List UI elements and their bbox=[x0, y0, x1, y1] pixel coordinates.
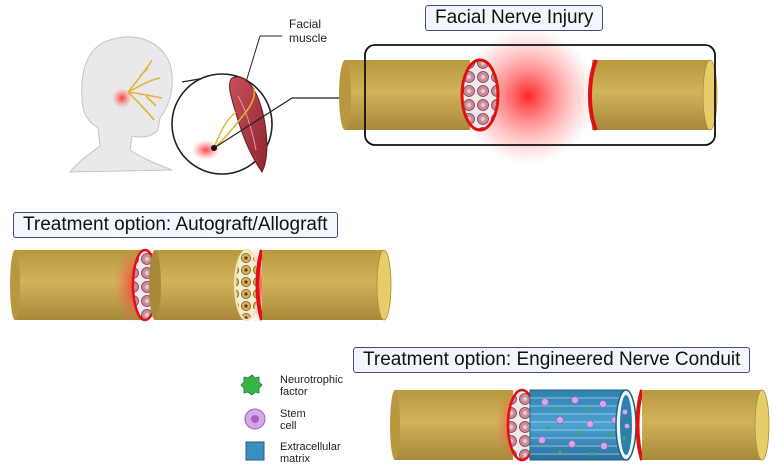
label-facial-muscle: Facial muscle bbox=[289, 17, 328, 45]
extracellular-matrix-icon bbox=[245, 441, 265, 461]
muscle-injury-glow bbox=[192, 140, 220, 160]
title-engineered-nerve-conduit: Treatment option: Engineered Nerve Condu… bbox=[353, 347, 751, 373]
zoom-frame bbox=[364, 44, 716, 146]
title-facial-nerve-injury: Facial Nerve Injury bbox=[425, 5, 604, 31]
severed-nerve-end-distal bbox=[588, 59, 598, 131]
title-autograft-allograft: Treatment option: Autograft/Allograft bbox=[13, 212, 338, 238]
conduit-nerve bbox=[390, 387, 770, 463]
muscle-leader-line bbox=[245, 35, 261, 83]
legend-neurotrophic-factor: Neurotrophic factor bbox=[280, 374, 343, 398]
stem-cell-icon bbox=[244, 408, 266, 430]
legend-stem-cell: Stem cell bbox=[280, 408, 306, 432]
head-injury-glow bbox=[112, 88, 132, 108]
autograft-nerve bbox=[10, 247, 392, 323]
zoom-leader-line bbox=[213, 97, 293, 149]
graft-segment bbox=[155, 250, 247, 320]
severed-nerve-end-proximal bbox=[460, 58, 500, 132]
injury-glow bbox=[460, 28, 596, 164]
facial-muscle bbox=[211, 76, 268, 173]
neurotrophic-factor-icon bbox=[240, 374, 263, 396]
injured-nerve bbox=[339, 28, 718, 164]
legend-extracellular-matrix: Extracellular matrix bbox=[280, 441, 341, 465]
nerve-conduit bbox=[529, 389, 637, 461]
